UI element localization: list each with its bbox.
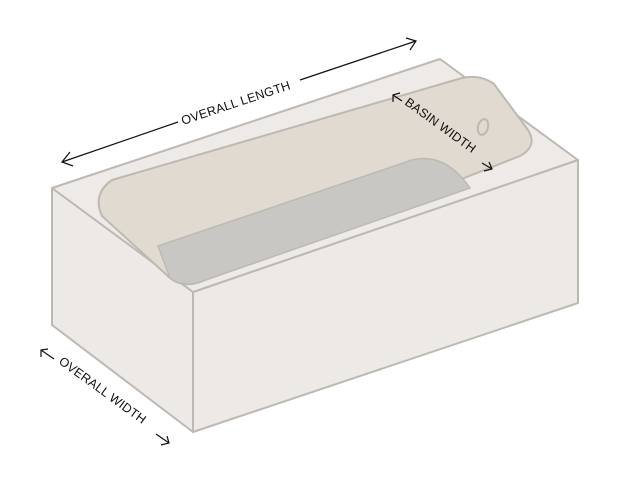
- overall-width-dimension: [40, 348, 170, 446]
- tub-basin-floor: [157, 157, 471, 285]
- overflow-drain-icon: [476, 118, 490, 136]
- overall-length-dimension: [61, 37, 417, 167]
- basin-width-dimension: [392, 92, 493, 172]
